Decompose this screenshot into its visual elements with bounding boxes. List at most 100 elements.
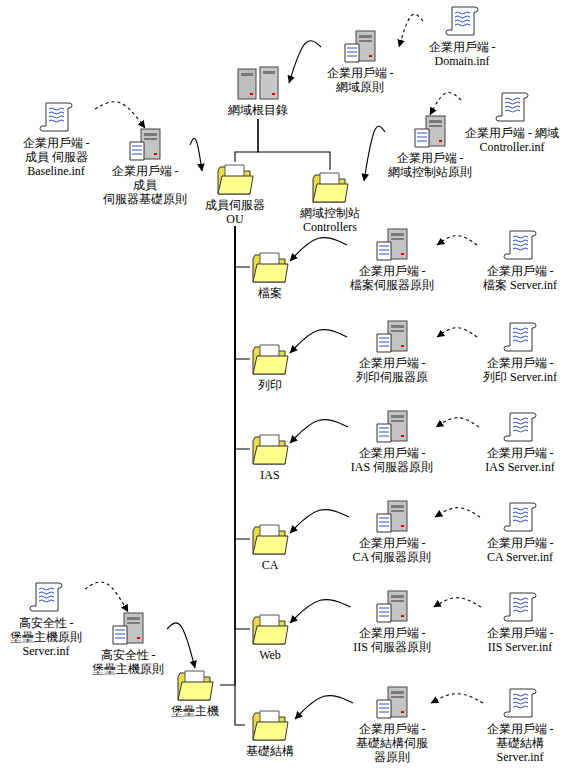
folder-sheet — [260, 711, 279, 723]
scroll-icon — [28, 580, 64, 614]
scroll-node: 企業用戶端 - IAS Server.inf — [479, 410, 561, 474]
scroll-node: 企業用戶端 - CA Server.inf — [480, 500, 560, 564]
node-label: Web — [259, 648, 281, 662]
scroll-sheet — [496, 93, 528, 121]
scroll-line — [513, 422, 528, 424]
policy-sheet — [345, 44, 359, 62]
server-tower — [238, 69, 256, 99]
scroll-line — [39, 592, 54, 594]
folder-node: 基礎結構 — [245, 708, 295, 760]
drive-bay — [391, 233, 404, 236]
node-label: IAS — [260, 468, 279, 482]
scroll-icon — [502, 320, 538, 354]
sheet-line — [379, 250, 389, 251]
gpo-node: 企業用戶端 - 網域控制站原則 — [385, 115, 475, 179]
node-label: 企業用戶端 - 列印伺服器原 — [348, 356, 436, 384]
drive-bay — [391, 505, 404, 508]
node-label: 堡壘主機 — [171, 704, 219, 718]
gpo-node: 企業用戶端 - IIS 伺服器原則 — [351, 590, 434, 654]
connector — [235, 119, 258, 162]
drive-bay — [391, 420, 404, 422]
node-label: 企業用戶端 - 成員 伺服器 Baseline.inf — [18, 136, 94, 178]
drive-bay — [144, 138, 157, 140]
sheet-line — [347, 52, 357, 53]
node-label: 企業用戶端 - IIS 伺服器原則 — [352, 626, 433, 654]
scroll-sheet — [40, 103, 72, 131]
server-tower — [260, 67, 278, 99]
folder-icon — [251, 522, 289, 556]
folder-icon — [251, 250, 289, 284]
connector — [437, 236, 477, 245]
sheet-line — [379, 254, 389, 255]
drive-bay — [391, 238, 404, 240]
folder-icon — [216, 162, 254, 196]
node-label: 企業用戶端 - Domain.inf — [424, 40, 500, 68]
sheet-line — [379, 522, 389, 523]
power-light — [401, 711, 404, 713]
scroll-line — [513, 698, 528, 700]
sheet-line — [379, 712, 389, 713]
scroll-line — [513, 332, 528, 334]
node-label: 企業用戶端 - CA 伺服器原則 — [350, 536, 434, 564]
folder-front — [253, 536, 288, 554]
drive-bay — [429, 125, 442, 127]
folder-front — [253, 356, 288, 374]
sheet-line — [379, 708, 389, 709]
scroll-line — [455, 16, 470, 18]
drive-bay — [391, 415, 404, 418]
folder-node: Web — [250, 612, 290, 664]
scroll-line — [513, 516, 528, 518]
node-label: 檔案 — [258, 286, 282, 300]
power-light — [439, 140, 442, 142]
node-label: 基礎結構 — [246, 744, 294, 758]
folder-sheet — [260, 345, 279, 357]
scroll-line — [513, 610, 528, 612]
policy-sheet — [130, 142, 144, 160]
scroll-sheet — [446, 7, 478, 35]
sheet-line — [132, 154, 142, 155]
power-light — [250, 93, 253, 95]
sheet-line — [347, 48, 357, 49]
folder-sheet — [185, 671, 204, 683]
connector — [364, 126, 385, 181]
scroll-line — [505, 98, 520, 100]
root-icon — [234, 65, 282, 101]
sheet-line — [379, 338, 389, 339]
scroll-node: 企業用戶端 - 網域 Controller.inf — [461, 90, 563, 154]
scroll-node: 企業用戶端 - 成員 伺服器 Baseline.inf — [17, 100, 95, 178]
connector — [437, 328, 477, 337]
scroll-sheet — [504, 593, 536, 621]
node-label: 企業用戶端 - 列印 Server.inf — [478, 356, 562, 384]
gpo-icon — [413, 115, 447, 149]
folder-sheet — [260, 525, 279, 537]
scroll-line — [513, 426, 528, 428]
scroll-line — [513, 418, 528, 420]
power-light — [137, 637, 140, 639]
scroll-line — [513, 702, 528, 704]
gpo-icon — [375, 500, 409, 534]
drive-bay — [127, 622, 140, 624]
sheet-line — [379, 526, 389, 527]
node-label: 網域根目錄 — [228, 103, 288, 117]
scroll-icon — [444, 4, 480, 38]
power-light — [401, 345, 404, 347]
sheet-line — [379, 436, 389, 437]
connector — [95, 102, 145, 128]
scroll-line — [39, 600, 54, 602]
folder-front — [178, 682, 213, 700]
folder-icon — [251, 342, 289, 376]
sheet-line — [379, 704, 389, 705]
sheet-line — [417, 141, 427, 142]
scroll-line — [513, 328, 528, 330]
root-node: 網域根目錄 — [227, 65, 289, 119]
policy-sheet — [377, 242, 391, 260]
policy-sheet — [113, 626, 127, 644]
sheet-line — [115, 638, 125, 639]
scroll-line — [39, 596, 54, 598]
connector — [435, 508, 480, 517]
policy-sheet — [415, 129, 429, 147]
connector — [85, 582, 128, 612]
scroll-sheet — [504, 503, 536, 531]
sheet-line — [132, 150, 142, 151]
scroll-icon — [494, 90, 530, 124]
